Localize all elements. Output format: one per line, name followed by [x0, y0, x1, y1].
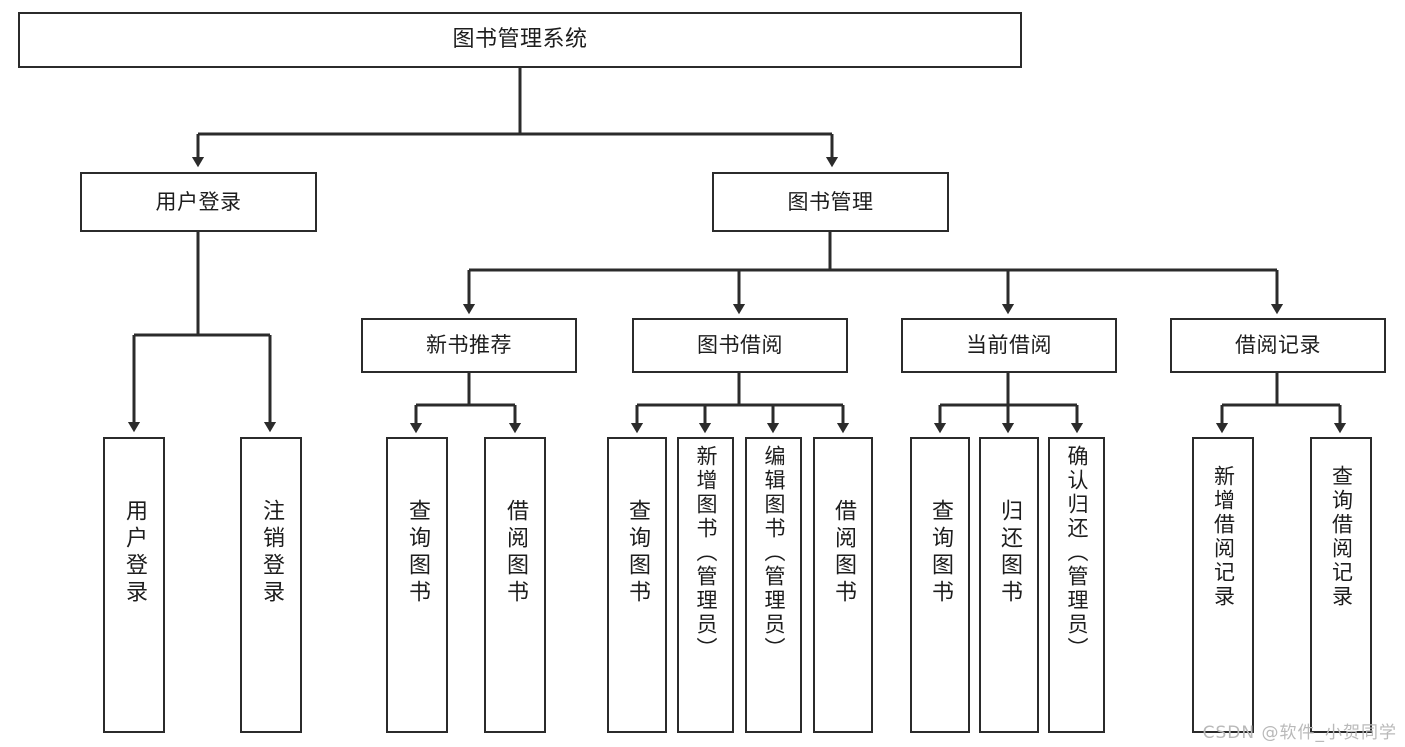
- node-label: 查询图书: [405, 499, 430, 607]
- leaf-borrow-book[interactable]: 借阅图书: [813, 437, 873, 733]
- node-borrow-history[interactable]: 借阅记录: [1170, 318, 1386, 373]
- node-label: 图书管理: [787, 189, 874, 214]
- node-label: 用户登录: [155, 189, 242, 214]
- leaf-query-book-current[interactable]: 查询图书: [910, 437, 970, 733]
- node-label: 借阅记录: [1235, 333, 1321, 358]
- node-label: 新增借阅记录: [1211, 465, 1236, 609]
- leaf-return-book[interactable]: 归还图书: [979, 437, 1039, 733]
- node-label: 查询图书: [928, 499, 953, 607]
- leaf-logout[interactable]: 注销登录: [240, 437, 302, 733]
- node-label: 图书管理系统: [452, 27, 588, 53]
- node-label: 确认归还（管理员）: [1065, 445, 1089, 661]
- node-label: 当前借阅: [966, 333, 1052, 358]
- node-current-borrow[interactable]: 当前借阅: [901, 318, 1117, 373]
- node-book-management[interactable]: 图书管理: [712, 172, 949, 232]
- leaf-add-borrow-record[interactable]: 新增借阅记录: [1192, 437, 1254, 733]
- leaf-add-book-admin[interactable]: 新增图书（管理员）: [677, 437, 734, 733]
- leaf-user-login[interactable]: 用户登录: [103, 437, 165, 733]
- node-book-borrow[interactable]: 图书借阅: [632, 318, 848, 373]
- node-label: 查询借阅记录: [1329, 465, 1354, 609]
- node-root[interactable]: 图书管理系统: [18, 12, 1022, 68]
- node-label: 注销登录: [259, 499, 284, 607]
- leaf-confirm-return-admin[interactable]: 确认归还（管理员）: [1048, 437, 1105, 733]
- leaf-query-book-recommend[interactable]: 查询图书: [386, 437, 448, 733]
- node-user-login[interactable]: 用户登录: [80, 172, 317, 232]
- node-label: 用户登录: [122, 499, 147, 607]
- leaf-borrow-book-recommend[interactable]: 借阅图书: [484, 437, 546, 733]
- node-label: 新增图书（管理员）: [694, 445, 718, 661]
- leaf-query-borrow-record[interactable]: 查询借阅记录: [1310, 437, 1372, 733]
- leaf-query-book-borrow[interactable]: 查询图书: [607, 437, 667, 733]
- node-label: 图书借阅: [697, 333, 783, 358]
- node-label: 归还图书: [997, 499, 1022, 607]
- leaf-edit-book-admin[interactable]: 编辑图书（管理员）: [745, 437, 802, 733]
- node-label: 新书推荐: [426, 333, 512, 358]
- node-new-book-recommend[interactable]: 新书推荐: [361, 318, 577, 373]
- node-label: 借阅图书: [831, 499, 856, 607]
- node-label: 查询图书: [625, 499, 650, 607]
- node-label: 借阅图书: [503, 499, 528, 607]
- node-label: 编辑图书（管理员）: [762, 445, 786, 661]
